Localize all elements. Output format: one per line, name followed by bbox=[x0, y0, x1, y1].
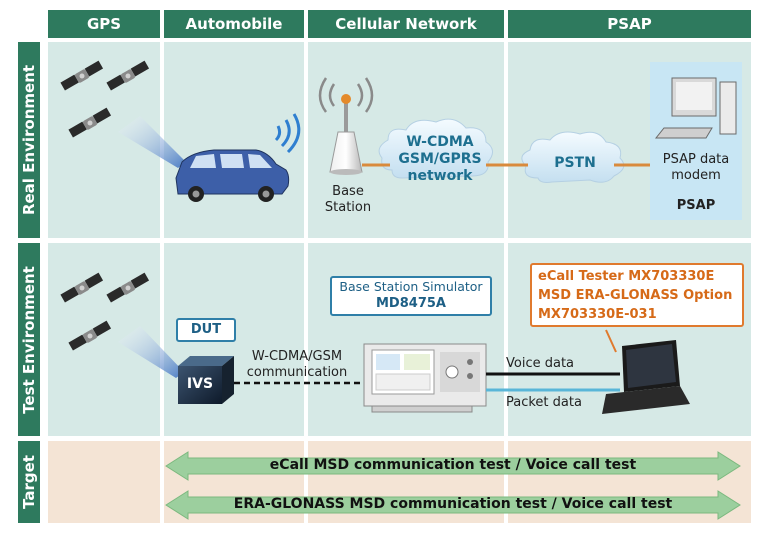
column-header-gps: GPS bbox=[48, 10, 160, 38]
voice-data-label: Voice data bbox=[506, 356, 575, 371]
cellular-network-label: W-CDMA GSM/GPRS network bbox=[392, 134, 488, 184]
row-label-target: Target bbox=[18, 441, 40, 523]
row-label-real: Real Environment bbox=[18, 42, 40, 238]
satellite-icon bbox=[60, 272, 104, 303]
row-label-test: Test Environment bbox=[18, 243, 40, 436]
bss-title: Base Station Simulator bbox=[339, 279, 483, 294]
column-header-cellular-network: Cellular Network bbox=[308, 10, 504, 38]
wcdma-gsm-label: W-CDMA/GSM communication bbox=[238, 349, 356, 382]
car-signal-icon bbox=[274, 113, 301, 154]
car-icon bbox=[175, 149, 290, 202]
satellite-icon bbox=[106, 272, 150, 303]
cellular-network-label-line2: GSM/GPRS bbox=[398, 150, 482, 167]
base-station-simulator-icon bbox=[363, 343, 487, 413]
column-header-psap: PSAP bbox=[508, 10, 751, 38]
cell-target-gps bbox=[48, 441, 160, 523]
column-header-automobile: Automobile bbox=[164, 10, 304, 38]
cell-real-auto bbox=[164, 42, 304, 238]
cellular-network-cloud bbox=[378, 118, 493, 179]
gps-beam-icon bbox=[118, 326, 184, 378]
dut-label: DUT bbox=[176, 318, 236, 342]
wcdma-gsm-label-line1: W-CDMA/GSM bbox=[251, 349, 343, 364]
bss-model: MD8475A bbox=[376, 296, 446, 311]
tester-line1: eCall Tester MX703330E bbox=[538, 269, 715, 284]
satellite-icon bbox=[68, 320, 112, 351]
tester-line3: MX703330E-031 bbox=[538, 307, 657, 322]
cellular-network-label-line3: network bbox=[407, 167, 473, 184]
wcdma-gsm-label-line2: communication bbox=[246, 365, 348, 381]
ivs-label: IVS bbox=[186, 376, 214, 392]
ivs-cube bbox=[178, 356, 234, 404]
base-station-label-line1: Base bbox=[332, 184, 364, 199]
tester-line2: MSD ERA-GLONASS Option bbox=[538, 288, 733, 303]
satellite-icon bbox=[68, 107, 112, 138]
gps-beam-icon bbox=[118, 116, 186, 168]
psap-modem-label: PSAP data modem bbox=[650, 152, 742, 185]
psap-modem-label-line2: modem bbox=[671, 168, 721, 184]
bss-label-box: Base Station Simulator MD8475A bbox=[330, 276, 492, 316]
tester-callout-line bbox=[605, 329, 617, 353]
psap-modem-label-line1: PSAP data bbox=[662, 152, 730, 167]
base-station-icon bbox=[318, 77, 374, 175]
arrow-ecall-label: eCall MSD communication test / Voice cal… bbox=[269, 457, 637, 473]
cellular-network-label-line1: W-CDMA bbox=[406, 134, 474, 150]
packet-data-label: Packet data bbox=[506, 395, 582, 410]
laptop-icon bbox=[602, 340, 690, 414]
psap-box-label: PSAP bbox=[676, 198, 716, 213]
arrow-era-glonass-label: ERA-GLONASS MSD communication test / Voi… bbox=[233, 496, 673, 512]
pstn-cloud bbox=[521, 131, 625, 183]
base-station-label: Base Station bbox=[318, 184, 378, 217]
base-station-label-line2: Station bbox=[324, 200, 372, 216]
pstn-label: PSTN bbox=[554, 155, 596, 171]
satellite-icon bbox=[106, 60, 150, 91]
tester-label-box: eCall Tester MX703330E MSD ERA-GLONASS O… bbox=[530, 263, 744, 327]
computer-icon bbox=[654, 77, 737, 139]
satellite-icon bbox=[60, 60, 104, 91]
